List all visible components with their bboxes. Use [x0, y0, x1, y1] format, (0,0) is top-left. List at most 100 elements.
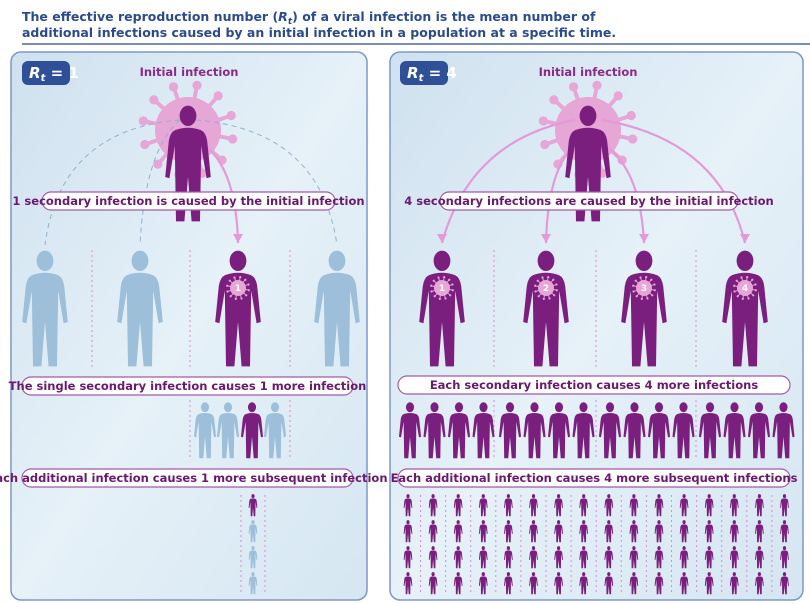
rt4-subsequent-infected-person	[629, 572, 639, 595]
rt4-secondary-number: 2	[543, 284, 549, 294]
rt1-virus-badge-icon	[226, 276, 250, 300]
rt4-subsequent-infected-person	[579, 494, 589, 517]
rt4-subsequent-infected-person	[780, 520, 789, 543]
rt1-secondary-infected-person	[215, 250, 261, 367]
rt1-dashed-link	[195, 119, 338, 246]
svg-text:Rt = 1: Rt = 1	[29, 64, 79, 84]
rt4-subsequent-infected-person	[679, 494, 689, 517]
rt4-infection-arrow	[601, 118, 750, 244]
rt4-secondary-infected-person	[722, 250, 768, 367]
rt4-tertiary-infected-person	[672, 402, 695, 459]
rt4-subsequent-infected-person	[780, 546, 789, 569]
rt1-third-gen-pill: Each additional infection causes 1 more …	[0, 468, 388, 488]
rt4-secondary-infected-person	[419, 250, 465, 367]
rt4-subsequent-infected-person	[504, 546, 513, 569]
rt4-subsequent-infected-person	[579, 520, 589, 543]
rt4-subsequent-infected-person	[554, 494, 563, 517]
rt4-subsequent-infected-person	[629, 494, 639, 517]
rt4-tertiary-infected-person	[647, 402, 671, 459]
title-line-2: additional infections caused by an initi…	[22, 25, 616, 40]
rt4-subsequent-infected-person	[428, 494, 438, 517]
rt4-subsequent-infected-person	[679, 520, 689, 543]
rt4-subsequent-infected-person	[704, 494, 714, 517]
rt4-subsequent-infected-person	[428, 520, 438, 543]
rt4-tertiary-infected-person	[723, 402, 746, 459]
rt4-secondary-infected-person	[621, 250, 667, 367]
rt4-subsequent-infected-person	[579, 546, 589, 569]
rt4-tertiary-infected-person	[472, 402, 495, 459]
rt1-subsequent-infected-person	[248, 494, 258, 517]
rt1-secondary-number: 1	[235, 284, 241, 294]
rt4-secondary-number: 3	[641, 284, 647, 294]
rt1-uninfected-person	[248, 572, 258, 595]
rt4-subsequent-infected-person	[729, 572, 739, 595]
rt4-subsequent-infected-person	[403, 494, 413, 517]
rt4-subsequent-infected-person	[604, 494, 614, 517]
rt4-subsequent-infected-person	[729, 520, 739, 543]
rt1-uninfected-person	[263, 402, 287, 459]
rt4-subsequent-infected-person	[529, 520, 538, 543]
svg-text:Each additional infection caus: Each additional infection causes 4 more …	[391, 471, 798, 485]
rt4-subsequent-infected-person	[403, 520, 413, 543]
rt4-subsequent-infected-person	[704, 520, 714, 543]
svg-text:The single secondary infection: The single secondary infection causes 1 …	[9, 379, 367, 393]
rt4-secondary-number: 4	[742, 284, 748, 294]
svg-text:4 secondary infections are cau: 4 secondary infections are caused by the…	[404, 194, 773, 208]
rt1-uninfected-person	[216, 402, 240, 459]
svg-text:Each additional infection caus: Each additional infection causes 1 more …	[0, 471, 388, 485]
rt4-subsequent-infected-person	[478, 572, 488, 595]
rt4-subsequent-infected-person	[403, 572, 413, 595]
rt4-subsequent-infected-person	[654, 494, 664, 517]
rt4-subsequent-infected-person	[554, 546, 563, 569]
rt4-virus-badge-icon	[733, 276, 757, 300]
rt4-subsequent-infected-person	[453, 572, 463, 595]
rt4-secondary-number: 1	[439, 284, 445, 294]
svg-text:Each secondary infection cause: Each secondary infection causes 4 more i…	[430, 378, 759, 392]
rt1-initial-label: Initial infection	[140, 65, 239, 79]
rt4-subsequent-infected-person	[755, 546, 764, 569]
rt4-subsequent-infected-person	[755, 572, 764, 595]
rt4-tertiary-infected-person	[523, 402, 546, 459]
rt4-subsequent-infected-person	[780, 572, 789, 595]
rt4-tertiary-infected-person	[547, 402, 571, 459]
rt4-subsequent-infected-person	[654, 546, 664, 569]
rt4-subsequent-infected-person	[504, 520, 513, 543]
rt4-badge: Rt = 4	[400, 61, 457, 85]
svg-text:1 secondary infection is cause: 1 secondary infection is caused by the i…	[12, 194, 364, 208]
panel-rt1	[10, 51, 368, 601]
rt4-subsequent-infected-person	[604, 572, 614, 595]
rt4-tertiary-infected-person	[572, 402, 595, 459]
rt4-subsequent-infected-person	[729, 546, 739, 569]
rt4-subsequent-infected-person	[453, 546, 463, 569]
rt4-virus-badge-icon	[430, 276, 454, 300]
rt4-tertiary-infected-person	[498, 402, 522, 459]
rt4-subsequent-infected-person	[654, 520, 664, 543]
rt4-subsequent-infected-person	[755, 520, 764, 543]
rt4-tertiary-infected-person	[772, 402, 795, 459]
rt1-second-gen-pill: The single secondary infection causes 1 …	[9, 376, 367, 396]
rt4-subsequent-infected-person	[428, 546, 438, 569]
rt4-subsequent-infected-person	[679, 572, 689, 595]
rt4-subsequent-infected-person	[554, 520, 563, 543]
rt4-subsequent-infected-person	[704, 572, 714, 595]
rt4-subsequent-infected-person	[529, 572, 538, 595]
rt4-tertiary-infected-person	[598, 402, 622, 459]
rt1-dashed-link	[44, 119, 181, 246]
rt4-subsequent-infected-person	[780, 494, 789, 517]
rt4-secondary-pill: 4 secondary infections are caused by the…	[404, 191, 774, 211]
rt4-virus-badge-icon	[632, 276, 656, 300]
rt4-secondary-infected-person	[523, 250, 569, 367]
rt4-tertiary-infected-person	[698, 402, 722, 459]
rt4-subsequent-infected-person	[478, 520, 488, 543]
rt1-uninfected-person	[248, 520, 258, 543]
rt4-tertiary-infected-person	[747, 402, 771, 459]
rt4-subsequent-infected-person	[428, 572, 438, 595]
rt1-uninfected-person	[193, 402, 217, 459]
rt4-subsequent-infected-person	[729, 494, 739, 517]
rt1-uninfected-person	[248, 546, 258, 569]
rt4-subsequent-infected-person	[679, 546, 689, 569]
rt4-second-gen-pill: Each secondary infection causes 4 more i…	[397, 375, 791, 395]
rt4-tertiary-infected-person	[398, 402, 422, 459]
rt1-tertiary-infected-person	[240, 402, 264, 459]
